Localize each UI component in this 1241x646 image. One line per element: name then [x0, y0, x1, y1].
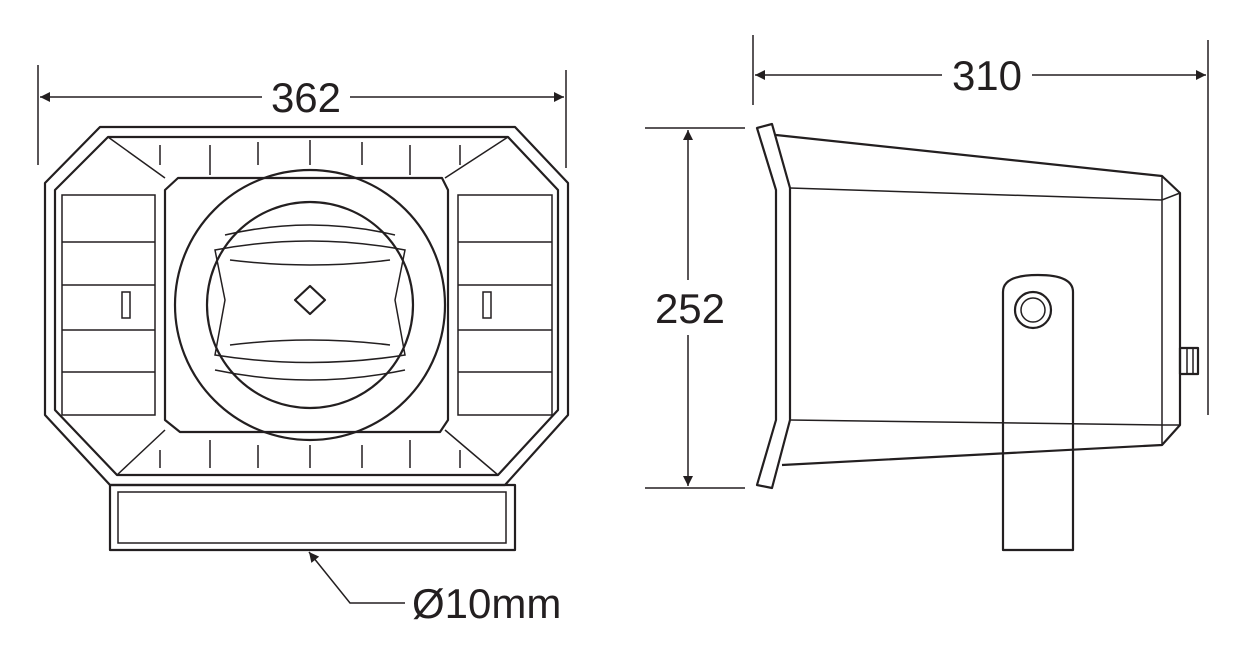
cable-gland	[1178, 346, 1200, 376]
height-label: 252	[655, 285, 725, 332]
grille-slats	[62, 136, 552, 476]
dimension-362: 362	[37, 65, 567, 168]
horn-front-lip	[755, 122, 792, 490]
depth-label: 310	[952, 52, 1022, 99]
horn-body	[775, 133, 1182, 467]
dimension-hole: Ø10mm	[308, 551, 561, 627]
right-grille	[457, 194, 553, 416]
inner-panel	[163, 176, 450, 434]
bracket-bolt-outer	[1013, 290, 1053, 330]
mount-base	[108, 483, 517, 552]
mounting-bracket	[1001, 273, 1075, 552]
horn-ring-outer	[173, 168, 447, 442]
horn-driver-diamond	[293, 284, 327, 316]
front-view	[43, 125, 570, 552]
hole-label: Ø10mm	[412, 580, 561, 627]
left-grille	[61, 194, 156, 416]
dimension-252: 252	[645, 127, 745, 489]
horn-throat	[214, 240, 406, 364]
horn-ring-inner	[205, 200, 415, 410]
width-label: 362	[271, 74, 341, 121]
dimension-310: 310	[752, 35, 1209, 415]
side-view	[755, 122, 1200, 552]
